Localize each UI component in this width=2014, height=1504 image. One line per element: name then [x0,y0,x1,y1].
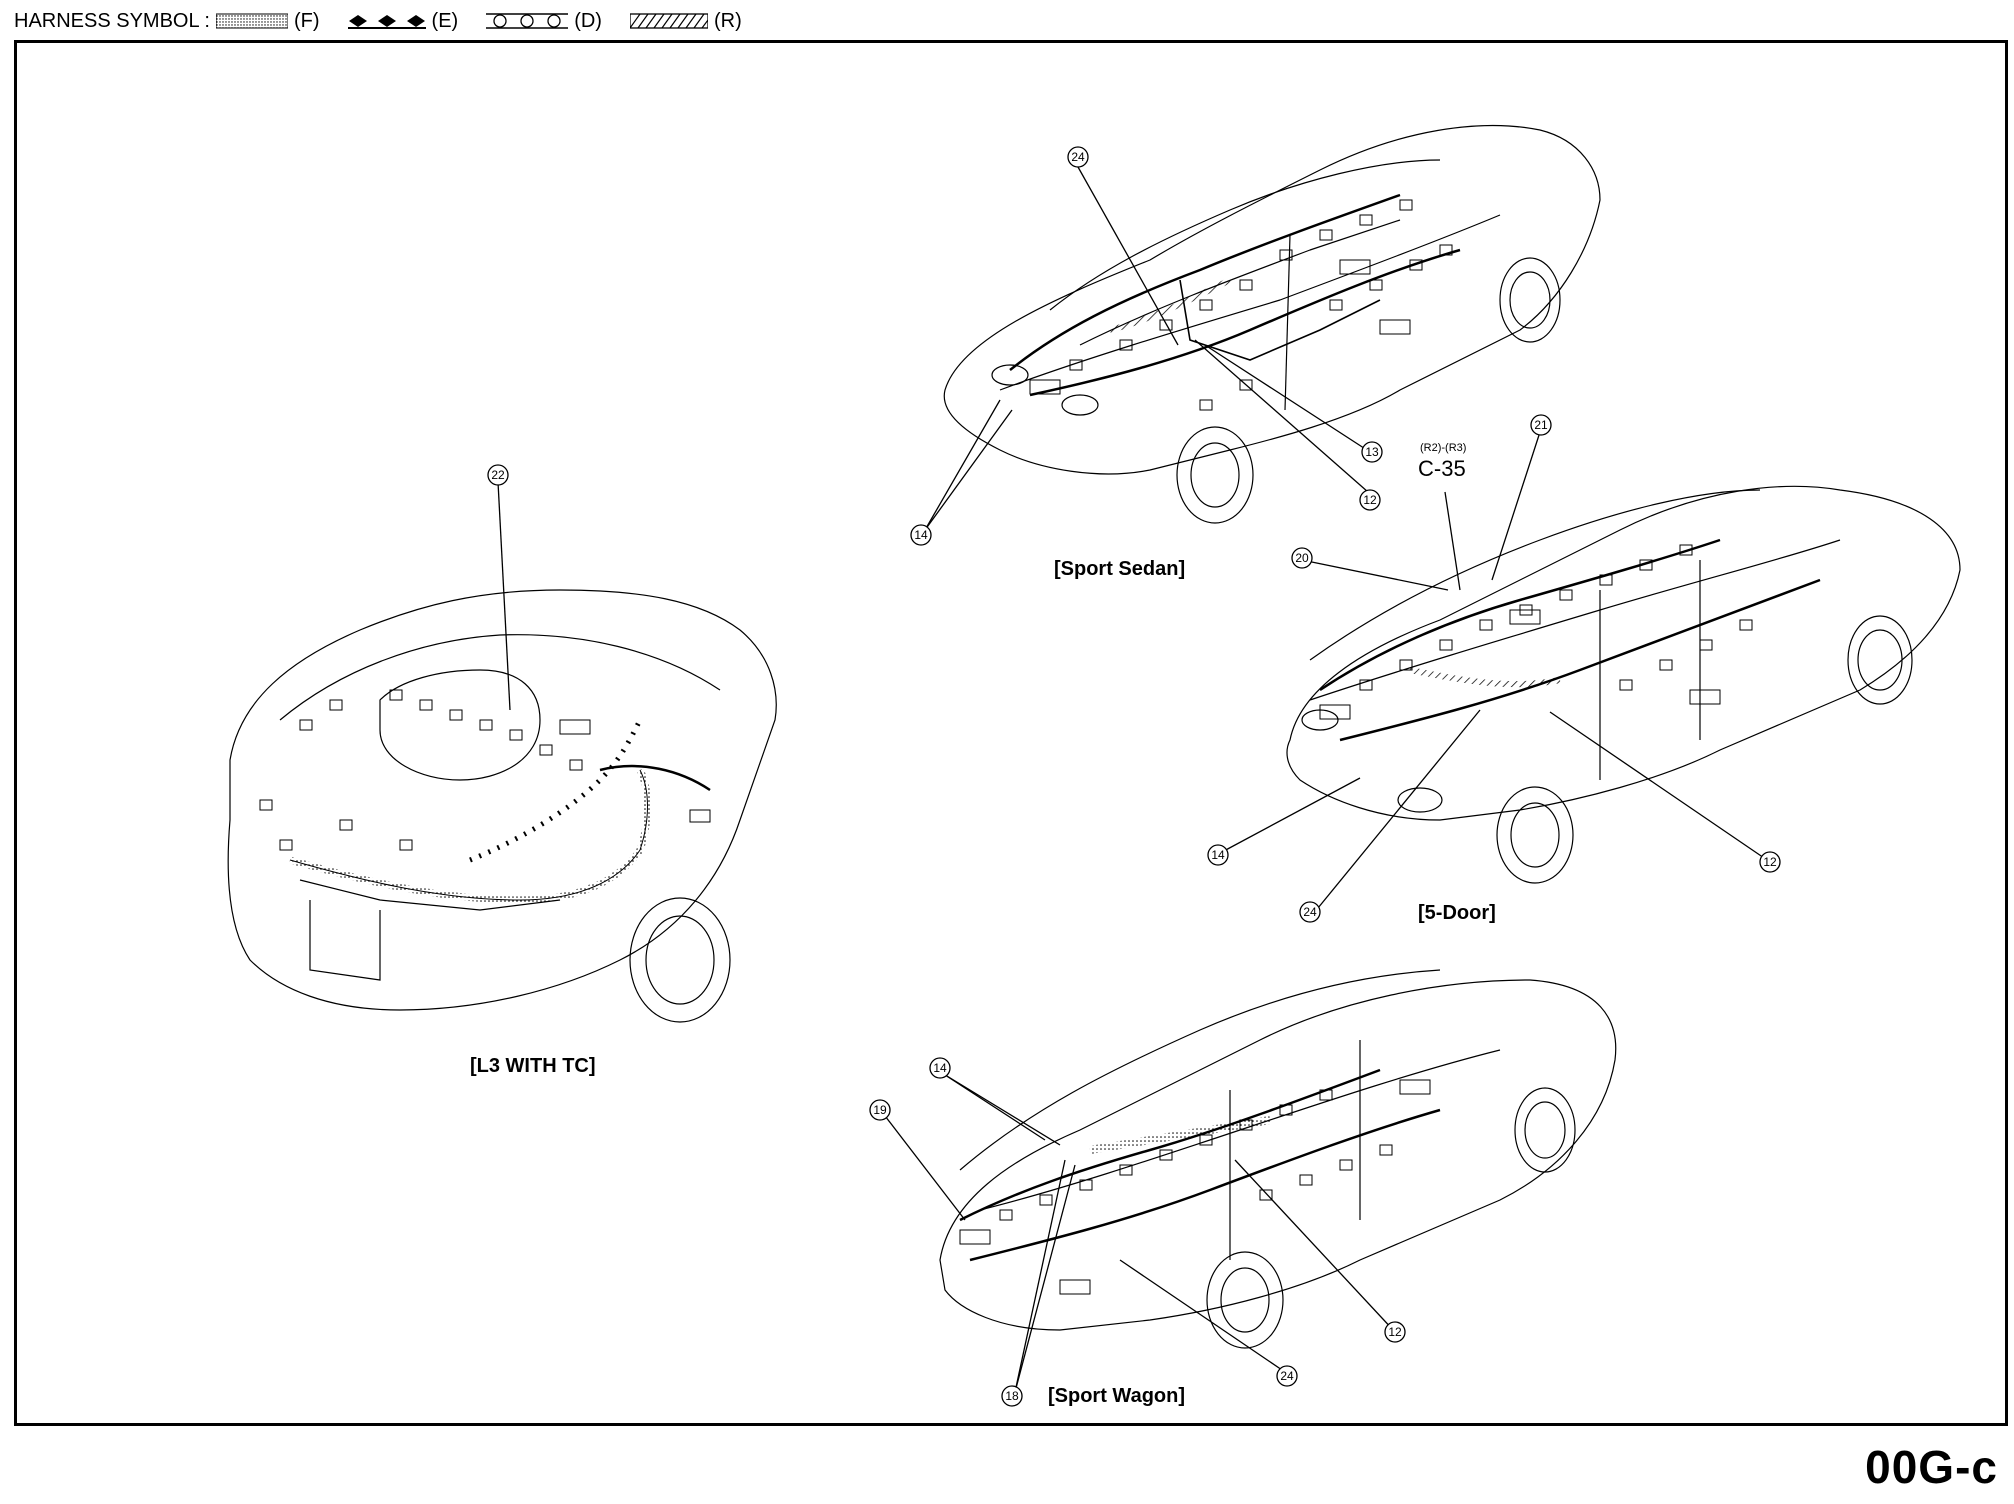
callout-wagon-12: 12 [1384,1321,1406,1343]
callout-5door-24: 24 [1299,901,1321,923]
callout-sedan-24-label: 24 [1071,150,1085,164]
callout-5door-20: 20 [1291,547,1313,569]
callout-5door-12: 12 [1759,851,1781,873]
connector-c35-label: C-35 [1418,456,1466,481]
connector-model-note: (R2)-(R3) [1420,442,1467,454]
harness-e-symbol-icon [347,15,426,29]
callout-wagon-18-label: 18 [1005,1389,1019,1403]
callout-sedan-12-label: 12 [1363,493,1377,507]
callout-sedan-24: 24 [1067,146,1089,168]
legend-code-r: (R) [713,9,742,32]
callout-5door-20-label: 20 [1295,551,1309,565]
sport-wagon-illustration [939,969,1617,1349]
callout-sedan-12: 12 [1359,489,1381,511]
callout-sedan-14: 14 [910,524,932,546]
caption-sport-sedan: [Sport Sedan] [1054,558,1186,580]
callout-l3-22-label: 22 [491,468,505,482]
l3-with-tc-illustration [227,589,777,1023]
callout-wagon-14-label: 14 [933,1061,947,1075]
harness-symbol-legend: HARNESS SYMBOL : (F) (E) (D) (R) [14,6,764,36]
callout-sedan-13: 13 [1361,441,1383,463]
callout-wagon-24-label: 24 [1280,1369,1294,1383]
callout-sedan-14-label: 14 [914,528,928,542]
callout-wagon-19: 19 [869,1099,891,1121]
callout-sedan-13-label: 13 [1365,445,1379,459]
callout-wagon-19-label: 19 [873,1103,887,1117]
callout-wagon-14: 14 [929,1057,951,1079]
diagram-frame [14,40,2008,1426]
callout-5door-24-label: 24 [1303,905,1317,919]
callout-markers: 24 13 12 14 21 20 14 24 12 22 14 19 18 2… [487,146,1781,1407]
caption-sport-wagon: [Sport Wagon] [1048,1385,1186,1407]
callout-l3-22: 22 [487,464,509,486]
caption-l3-with-tc: [L3 WITH TC] [470,1055,596,1077]
harness-f-symbol-icon [215,13,288,29]
leader-lines [497,166,1771,1393]
sport-sedan-illustration [943,124,1601,524]
callout-wagon-18: 18 [1001,1385,1023,1407]
callout-5door-21: 21 [1530,414,1552,436]
legend-code-d: (D) [574,9,602,32]
page-id: 00G-c [1865,1441,1998,1493]
legend-code-f: (F) [293,9,320,32]
callout-wagon-24: 24 [1276,1365,1298,1387]
harness-d-symbol-icon [486,13,569,29]
callout-5door-12-label: 12 [1763,855,1777,869]
callout-5door-21-label: 21 [1534,418,1548,432]
five-door-illustration [1286,485,1961,884]
legend-title: HARNESS SYMBOL : [14,9,210,32]
harness-r-symbol-icon [629,13,708,29]
callout-5door-14: 14 [1207,844,1229,866]
callout-5door-14-label: 14 [1211,848,1225,862]
callout-wagon-12-label: 12 [1388,1325,1402,1339]
caption-five-door: [5-Door] [1418,902,1496,924]
legend-code-e: (E) [431,9,459,32]
